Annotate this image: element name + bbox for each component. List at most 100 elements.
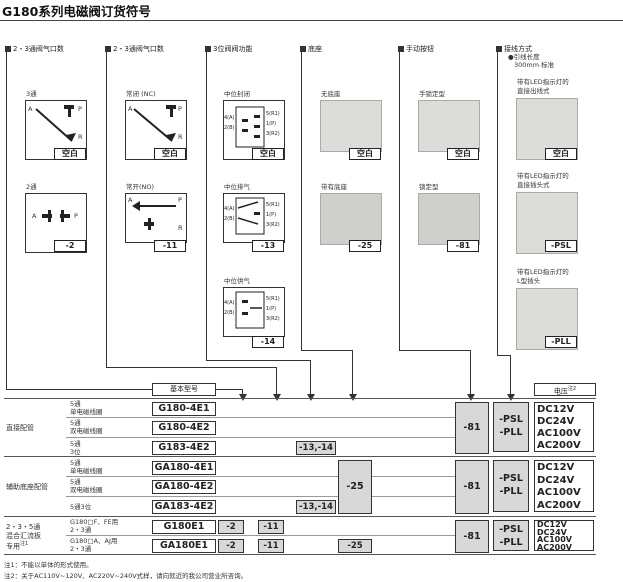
code-manual-lock: 空白 — [447, 148, 479, 160]
model-g180-4e2: G180-4E2 — [152, 421, 216, 435]
label-no: 常开(NO) — [126, 183, 155, 191]
photo-valve-with-base — [320, 193, 382, 245]
connector-h-col6 — [497, 355, 511, 356]
code-nc: 空白 — [154, 148, 186, 160]
photo-valve-no-base — [320, 100, 382, 152]
connector-v-col2 — [276, 367, 277, 395]
model-g183-4e2: G183-4E2 — [152, 441, 216, 455]
table-rule-minor — [66, 535, 456, 536]
option-81-g1: -81 — [455, 402, 489, 454]
guide-line-col4 — [301, 50, 302, 350]
option-81-g2: -81 — [455, 460, 489, 514]
option-2: -2 — [218, 520, 244, 534]
footnote-2: 注2：关于AC110V~120V、AC220V~240V式样，请向就近的我公司营… — [4, 572, 248, 580]
guide-line-col6 — [497, 50, 498, 355]
symbol-pressure-center: 4(A) 2(B) 5(R1) 1(P) 3(R2) — [223, 287, 285, 337]
group-subbase-piping: 辅助底座配管 — [6, 483, 48, 491]
option-13-14-b: -13,-14 — [296, 500, 336, 514]
label-nc: 常闭 (NC) — [126, 90, 156, 98]
option-25-b: -25 — [338, 539, 372, 553]
valve-no-symbol-icon — [132, 201, 176, 230]
label-wire-plug-1: 带有LED指示灯的 — [517, 172, 569, 180]
base-model-header: 基本型号 — [152, 383, 216, 396]
valve-pressure-center-icon — [235, 291, 265, 329]
category-3pos-function: 3位阀阀功能 — [205, 44, 252, 54]
symbol-no: A P R — [125, 193, 187, 243]
label-manual-lock: 手锁定型 — [419, 90, 445, 98]
arrow-down-icon — [349, 394, 357, 401]
option-wiring-g2: -PSL-PLL — [493, 460, 529, 512]
option-13-14: -13,-14 — [296, 441, 336, 455]
label-3-port: 3通 — [26, 90, 37, 98]
arrow-down-icon — [507, 394, 515, 401]
model-g180-4e1: G180-4E1 — [152, 402, 216, 416]
category-ports-2: 2・3通阀气口数 — [105, 44, 164, 54]
table-rule-minor — [66, 417, 456, 418]
valve-closed-center-icon — [235, 106, 265, 148]
wiring-note-1: ●引线长度 — [508, 53, 540, 61]
code-no-base: 空白 — [349, 148, 381, 160]
label-wire-lplug-1: 带有LED指示灯的 — [517, 268, 569, 276]
voltage-header: 电压注2 — [534, 383, 596, 396]
guide-line-col3 — [206, 50, 207, 360]
option-wiring-g3: -PSL-PLL — [493, 520, 529, 551]
bullet-square-icon — [205, 46, 211, 52]
label-with-base: 带有底座 — [321, 183, 347, 191]
valve-exhaust-center-icon — [235, 197, 265, 235]
connector-h-col5 — [399, 350, 471, 351]
guide-line-col2 — [106, 50, 107, 368]
option-wiring-g1: -PSL-PLL — [493, 402, 529, 452]
table-rule-minor — [66, 476, 456, 477]
code-wire-lplug: -PLL — [545, 336, 577, 348]
bullet-square-icon — [398, 46, 404, 52]
group-mixed-manifold-1: 2・3・5通 — [6, 523, 41, 531]
option-81-g3: -81 — [455, 520, 489, 553]
category-base: 底座 — [300, 44, 322, 54]
group-mixed-manifold-2: 混合汇流板 — [6, 532, 41, 540]
connector-h-col4 — [301, 350, 353, 351]
code-3-port: 空白 — [54, 148, 86, 160]
bullet-square-icon — [105, 46, 111, 52]
label-closed-center: 中位封闭 — [224, 90, 250, 98]
category-wiring: 接线方式 — [496, 44, 532, 54]
valve-3port-symbol-icon — [35, 105, 76, 142]
model-ga183-4e2: GA183-4E2 — [152, 500, 216, 514]
footnote-1: 注1：不能以单体的形式使用。 — [4, 561, 93, 569]
table-rule — [4, 516, 596, 517]
connector-v-col1 — [242, 389, 243, 395]
bullet-square-icon — [5, 46, 11, 52]
connector-v-col4 — [352, 350, 353, 395]
connector-h-col3 — [206, 360, 311, 361]
table-rule-minor — [66, 437, 456, 438]
label-wire-plug-2: 直接插头式 — [517, 181, 550, 189]
label-wire-direct-1: 带有LED指示灯的 — [517, 78, 569, 86]
label-pressure-center: 中位供气 — [224, 277, 250, 285]
photo-lock-type — [418, 193, 480, 245]
option-11-b: -11 — [258, 539, 284, 553]
title-divider — [0, 20, 623, 21]
bullet-square-icon — [300, 46, 306, 52]
connector-h-col1 — [6, 389, 243, 390]
label-no-base: 无底座 — [321, 90, 341, 98]
option-base-25: -25 — [338, 460, 372, 514]
label-lock-type: 锁定型 — [419, 183, 439, 191]
model-ga180-4e2: GA180-4E2 — [152, 480, 216, 494]
connector-h-col2 — [106, 367, 277, 368]
label-exhaust-center: 中位排气 — [224, 183, 250, 191]
code-pressure-center: -14 — [252, 336, 284, 348]
arrow-down-icon — [467, 394, 475, 401]
model-ga180-4e1: GA180-4E1 — [152, 461, 216, 475]
code-wire-plug: -PSL — [545, 240, 577, 252]
bullet-square-icon — [496, 46, 502, 52]
code-wire-direct: 空白 — [545, 148, 577, 160]
table-rule — [4, 456, 596, 457]
category-ports-1: 2・3通阀气口数 — [5, 44, 64, 54]
connector-v-col5 — [470, 350, 471, 395]
option-2-b: -2 — [218, 539, 244, 553]
valve-nc-symbol-icon — [133, 105, 176, 142]
guide-line-col5 — [399, 50, 400, 350]
valve-2port-symbol-icon — [42, 210, 70, 222]
